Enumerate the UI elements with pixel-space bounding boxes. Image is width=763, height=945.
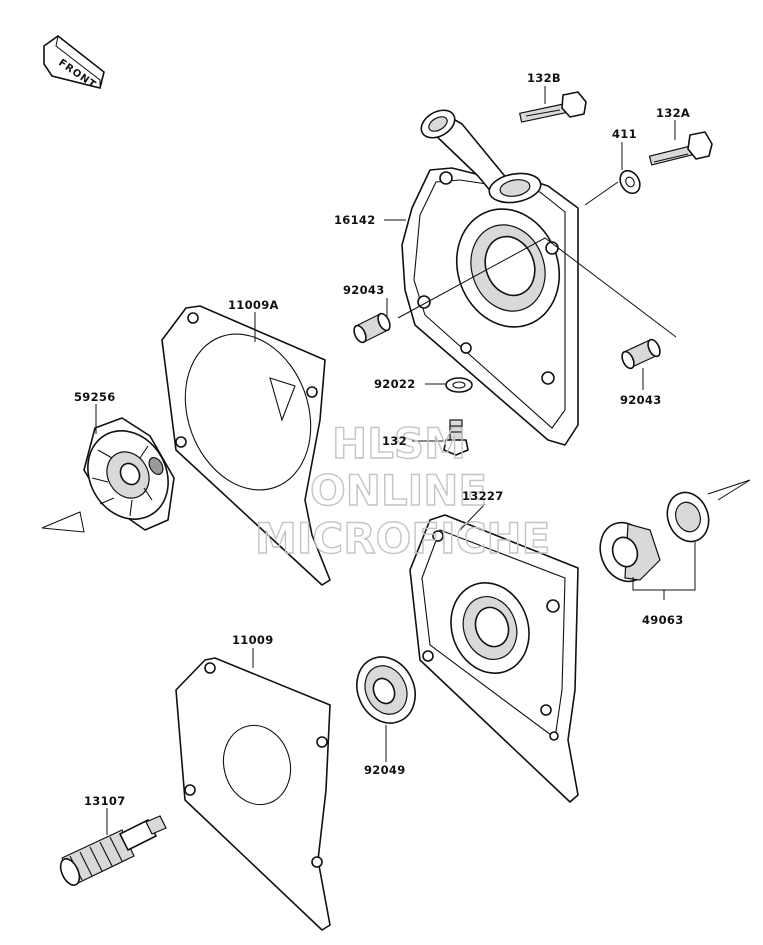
- label-132a: 132A: [656, 106, 690, 120]
- label-11009a: 11009A: [228, 298, 279, 312]
- shaft-13107: [59, 815, 167, 886]
- label-92049: 92049: [364, 763, 406, 777]
- label-132b: 132B: [527, 71, 561, 85]
- watermark-line2: ONLINE: [310, 466, 487, 515]
- part-labels: 132B 132A 411 16142 11009A 92043 92043 5…: [74, 71, 690, 808]
- seal-92049: [356, 656, 416, 724]
- watermark-line3: MICROFICHE: [255, 514, 550, 563]
- housing-16142: [401, 109, 579, 446]
- watermark: HLSM ONLINE MICROFICHE: [254, 418, 551, 563]
- dowel-92043-right: [621, 338, 661, 370]
- seal-49063-large: [599, 521, 661, 583]
- bolt-132a: [648, 131, 713, 166]
- label-92022: 92022: [374, 377, 416, 391]
- washer-92022: [445, 377, 473, 393]
- cover-13227: [409, 514, 579, 803]
- label-92043-left: 92043: [343, 283, 385, 297]
- label-11009: 11009: [232, 633, 274, 647]
- label-92043-right: 92043: [620, 393, 662, 407]
- label-132: 132: [382, 434, 407, 448]
- washer-411: [619, 169, 641, 195]
- label-13227: 13227: [462, 489, 504, 503]
- label-59256: 59256: [74, 390, 116, 404]
- impeller-59256: [83, 417, 175, 531]
- dowel-92043-left: [353, 312, 391, 344]
- front-arrow-icon: FRONT: [43, 34, 105, 91]
- bolt-132b: [519, 91, 587, 123]
- label-13107: 13107: [84, 794, 126, 808]
- watermark-line1: HLSM: [332, 419, 466, 468]
- seal-49063-small: [666, 491, 710, 543]
- bolt-132: [443, 419, 469, 456]
- gasket-11009: [175, 657, 331, 931]
- leader-lines: [41, 86, 751, 835]
- label-49063: 49063: [642, 613, 684, 627]
- gasket-11009a: [161, 305, 331, 586]
- label-16142: 16142: [334, 213, 376, 227]
- label-411: 411: [612, 127, 637, 141]
